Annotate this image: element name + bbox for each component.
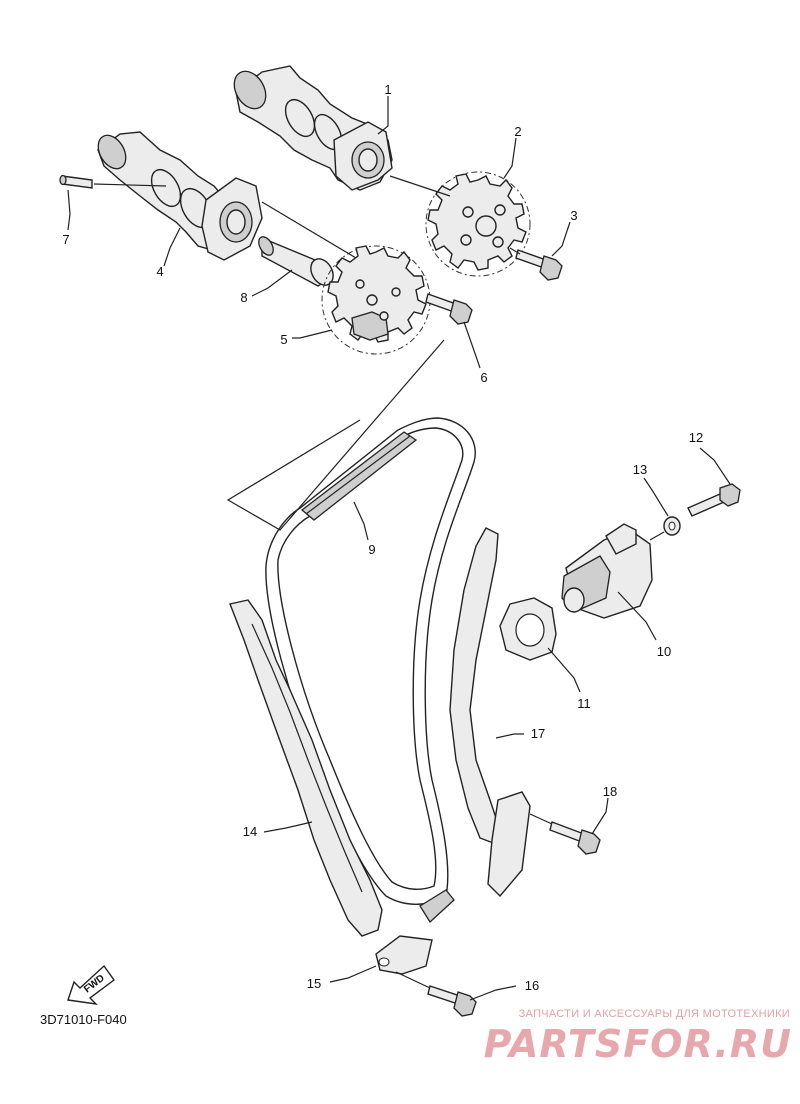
camshaft-exhaust bbox=[233, 65, 393, 191]
callout-3: 3 bbox=[570, 208, 577, 223]
callout-10: 10 bbox=[657, 644, 671, 659]
washer-13 bbox=[663, 516, 681, 536]
callout-8: 8 bbox=[240, 290, 247, 305]
callout-18: 18 bbox=[603, 784, 617, 799]
callout-11: 11 bbox=[577, 696, 591, 711]
callout-1: 1 bbox=[384, 82, 391, 97]
callout-9: 9 bbox=[368, 542, 375, 557]
callout-7: 7 bbox=[62, 232, 69, 247]
callout-17: 17 bbox=[531, 726, 545, 741]
dowel-pin-7 bbox=[59, 174, 93, 189]
callout-15: 15 bbox=[307, 976, 321, 991]
cam-sprocket-upper bbox=[425, 171, 531, 277]
camshaft-intake bbox=[97, 131, 263, 261]
diagram-code: 3D71010-F040 bbox=[40, 1012, 127, 1027]
callout-5: 5 bbox=[280, 332, 287, 347]
callout-6: 6 bbox=[480, 370, 487, 385]
callout-13: 13 bbox=[633, 462, 647, 477]
callout-labels: 1 2 3 4 5 6 7 8 9 10 11 12 13 14 15 16 1… bbox=[62, 82, 703, 993]
fwd-arrow: FWD bbox=[67, 964, 115, 1005]
callout-leaders bbox=[67, 96, 731, 1001]
callout-4: 4 bbox=[156, 264, 163, 279]
bolt-18 bbox=[529, 813, 601, 855]
bolt-6 bbox=[425, 293, 473, 325]
bolt-16 bbox=[395, 971, 477, 1017]
decompression-shaft-8 bbox=[258, 236, 334, 287]
callout-14: 14 bbox=[243, 824, 257, 839]
watermark-brand: PARTSFOR.RU bbox=[483, 1022, 792, 1066]
callout-16: 16 bbox=[525, 978, 539, 993]
chain-guide-14 bbox=[229, 599, 383, 937]
chain-guide-17 bbox=[449, 527, 531, 898]
callout-12: 12 bbox=[689, 430, 703, 445]
watermark-tagline: ЗАПЧАСТИ И АКСЕССУАРЫ ДЛЯ МОТОТЕХНИКИ bbox=[518, 1008, 790, 1020]
cam-sprocket-lower bbox=[321, 245, 431, 355]
bolt-3 bbox=[515, 249, 563, 281]
tensioner-gasket-11 bbox=[499, 597, 557, 661]
bracket-15 bbox=[375, 889, 455, 975]
callout-2: 2 bbox=[514, 124, 521, 139]
chain-tensioner-10 bbox=[561, 523, 653, 619]
timing-chain bbox=[265, 417, 476, 905]
bolt-12 bbox=[649, 483, 741, 541]
